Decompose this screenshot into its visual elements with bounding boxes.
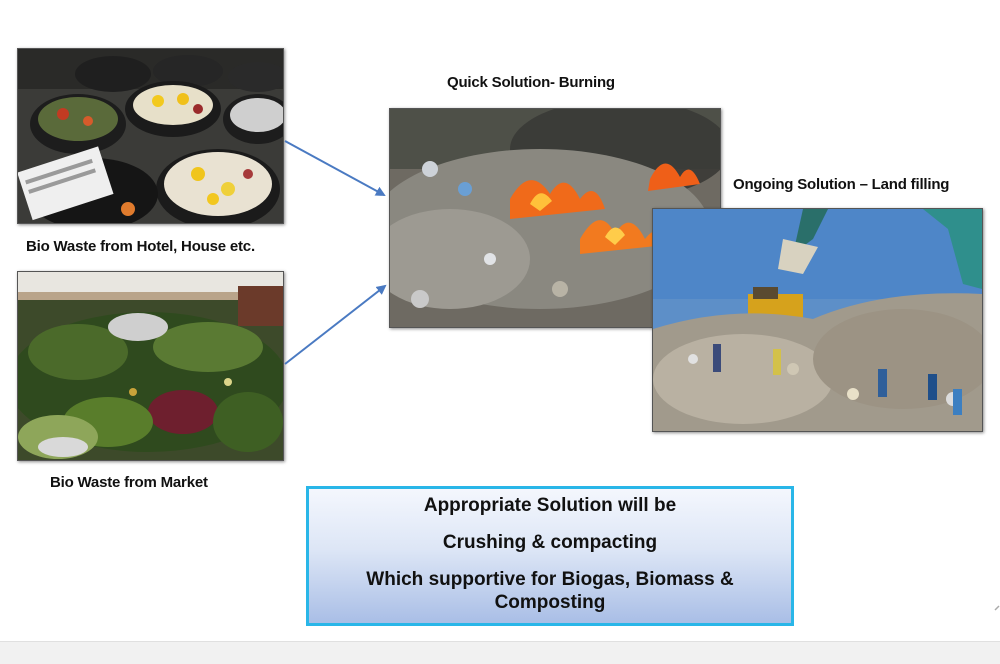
- solution-box: Appropriate Solution will be Crushing & …: [306, 486, 794, 626]
- landfill-photo: [652, 208, 983, 432]
- solution-line-3: Which supportive for Biogas, Biomass & C…: [366, 569, 734, 613]
- market-waste-caption: Bio Waste from Market: [50, 474, 208, 491]
- arrow-market-to-burning: [284, 284, 387, 365]
- arrow-hotel-to-burning: [284, 140, 386, 196]
- market-waste-photo: [17, 271, 284, 461]
- solution-line-2: Crushing & compacting: [442, 532, 658, 553]
- burning-caption: Quick Solution- Burning: [447, 74, 615, 91]
- burning-photo: [389, 108, 721, 328]
- bottom-bar: [0, 641, 1000, 664]
- hotel-waste-photo: [17, 48, 284, 224]
- landfill-caption: Ongoing Solution – Land filling: [733, 176, 950, 193]
- solution-line-1: Appropriate Solution will be: [423, 495, 677, 516]
- hotel-waste-caption: Bio Waste from Hotel, House etc.: [26, 238, 255, 255]
- corner-mark-icon: [994, 605, 1000, 611]
